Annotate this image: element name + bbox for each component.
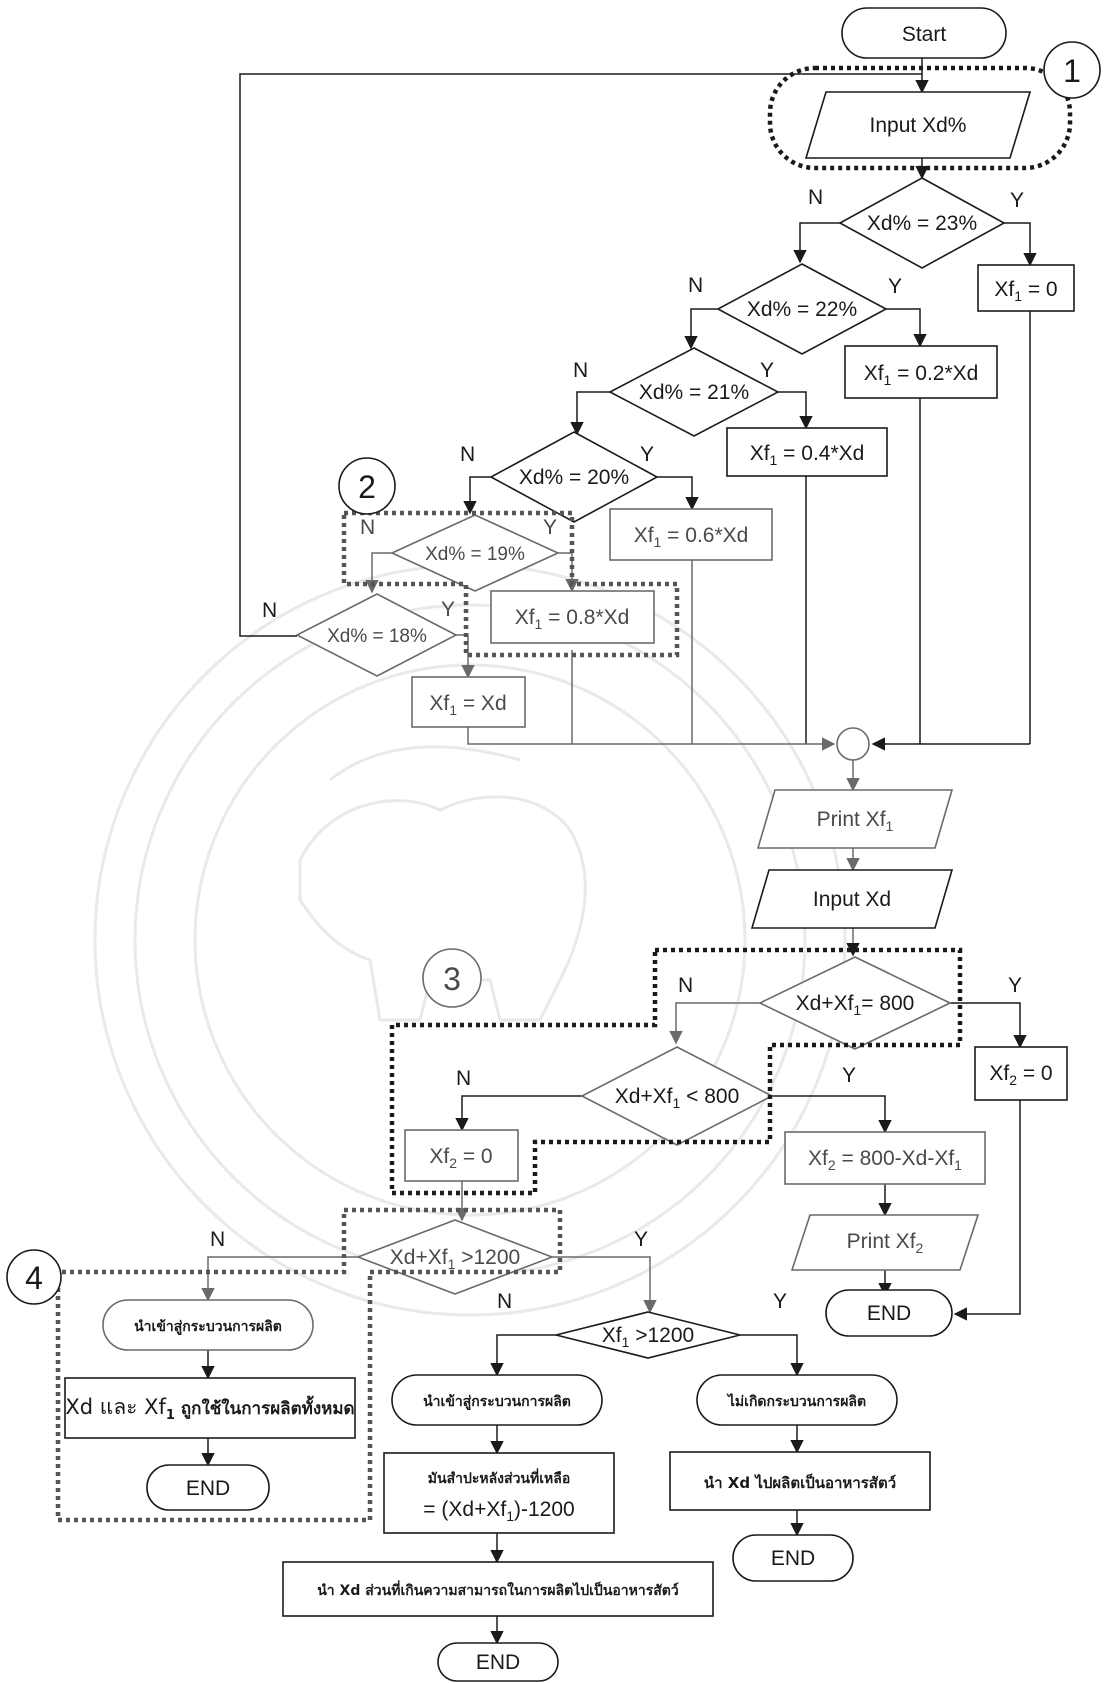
print-xf2-label: Print Xf2 [847,1230,924,1256]
merge-connector [837,728,869,760]
svg-text:1: 1 [1063,53,1081,89]
svg-text:3: 3 [443,961,461,997]
decision-23-label: Xd% = 23% [867,212,977,235]
xf2-0-left-label: Xf2 = 0 [429,1145,492,1171]
decision-19-label: Xd% = 19% [425,544,525,565]
feed-label: นำ Xd ไปผลิตเป็นอาหารสัตว์ [704,1473,896,1492]
marker-4: 4 [7,1250,61,1304]
branch-n-21: N [573,359,588,382]
to-production-mid-label: นำเข้าสู่กระบวนการผลิต [423,1394,571,1410]
xf1-0-label: Xf1 = 0 [994,278,1057,304]
remaining-shape [384,1453,614,1533]
branch-y-18: Y [441,598,455,621]
xf1-08-label: Xf1 = 0.8*Xd [515,606,630,632]
xf1-xd-label: Xf1 = Xd [429,692,506,718]
marker-1: 1 [1044,42,1100,98]
xf1-02-label: Xf1 = 0.2*Xd [864,362,979,388]
xf1-06-label: Xf1 = 0.6*Xd [634,524,749,550]
branch-n-xf1: N [497,1290,512,1313]
decision-gt1200-label: Xd+Xf1 >1200 [390,1246,520,1272]
branch-n-gt1200: N [210,1228,225,1251]
end-left-label: END [186,1477,230,1500]
branch-n-18: N [262,599,277,622]
decision-20-label: Xd% = 20% [519,466,629,489]
svg-text:4: 4 [25,1260,43,1296]
input-xd-percent-label: Input Xd% [870,114,967,137]
all-used-label: Xd และ Xf1 ถูกใช้ในการผลิตทั้งหมด [65,1395,354,1423]
branch-n-20: N [460,443,475,466]
excess-label: นำ Xd ส่วนที่เกินความสามารถในการผลิตไปเป… [317,1580,679,1599]
end-right-label: END [867,1302,911,1325]
branch-y-lt800: Y [842,1064,856,1087]
branch-y-23: Y [1010,189,1024,212]
no-production-label: ไม่เกิดกระบวนการผลิต [726,1392,866,1410]
start-label: Start [902,23,947,46]
decision-18-label: Xd% = 18% [327,626,427,647]
branch-y-xf1: Y [773,1290,787,1313]
branch-n-lt800: N [456,1067,471,1090]
marker-2: 2 [339,458,395,514]
xf2-0-right-label: Xf2 = 0 [989,1062,1052,1088]
branch-n-800: N [678,974,693,997]
branch-y-22: Y [888,275,902,298]
branch-n-23: N [808,186,823,209]
marker-3: 3 [423,949,481,1007]
print-xf1-label: Print Xf1 [817,808,894,834]
branch-y-20: Y [640,443,654,466]
xf1-04-label: Xf1 = 0.4*Xd [750,442,865,468]
end-feed-label: END [771,1547,815,1570]
branch-y-800: Y [1008,974,1022,997]
branch-y-21: Y [760,359,774,382]
svg-text:2: 2 [358,469,376,505]
branch-n-22: N [688,274,703,297]
remaining-label-line1: มันสำปะหลังส่วนที่เหลือ [428,1468,570,1487]
end-bottom-label: END [476,1651,520,1674]
branch-n-19: N [360,516,375,539]
to-production-left-label: นำเข้าสู่กระบวนการผลิต [134,1319,282,1335]
decision-21-label: Xd% = 21% [639,381,749,404]
branch-y-19: Y [543,516,557,539]
decision-22-label: Xd% = 22% [747,298,857,321]
input-xd-label: Input Xd [813,888,891,911]
branch-y-gt1200: Y [634,1228,648,1251]
shapes [65,8,1074,1681]
remaining-label-line2: = (Xd+Xf1)-1200 [423,1498,574,1524]
decision-xf1-gt1200-label: Xf1 >1200 [602,1324,694,1350]
